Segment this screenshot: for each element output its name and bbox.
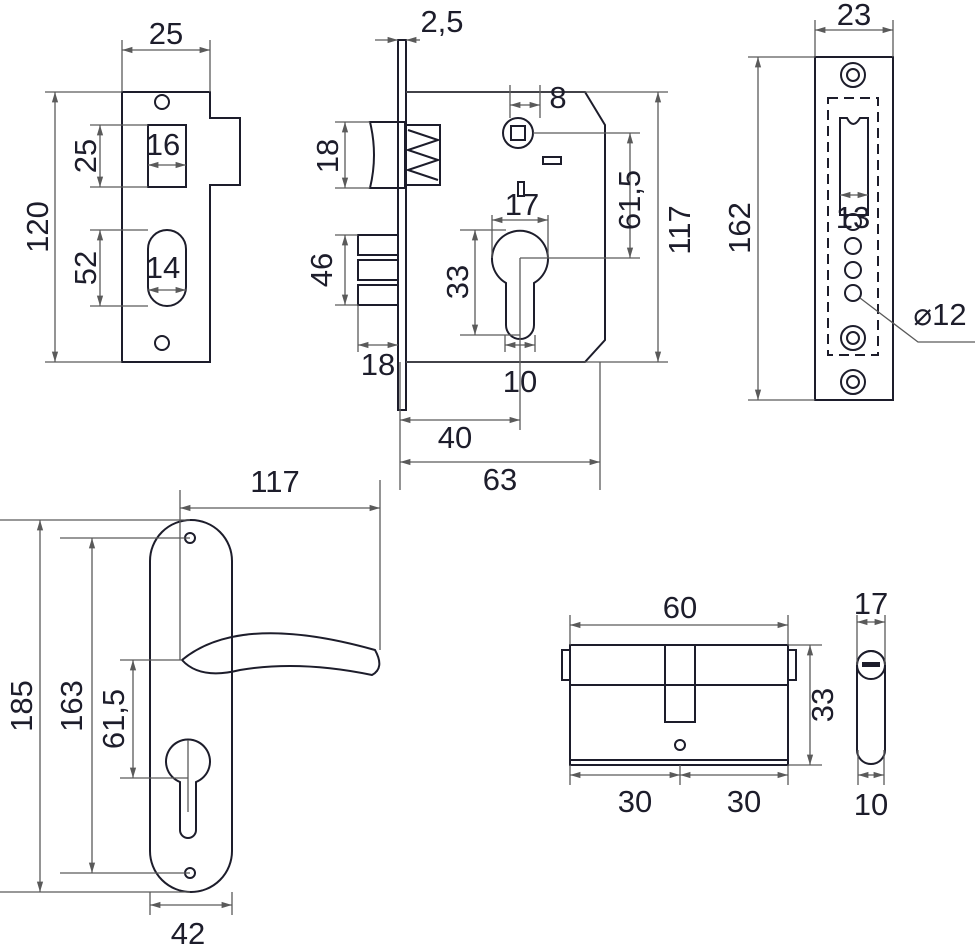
- dim-cylinder-length: 60: [663, 590, 697, 625]
- dim-faceplate-thickness: 2,5: [420, 4, 463, 39]
- dim-bolt-slot-height: 52: [68, 251, 103, 285]
- dim-body-depth: 63: [483, 462, 517, 497]
- dim-cylinder-half-right: 30: [727, 784, 761, 819]
- dim-cylinder-side-width: 17: [854, 586, 888, 621]
- dim-center-distance: 61,5: [612, 170, 647, 230]
- dim-latch-opening-width: 16: [146, 127, 180, 162]
- dim-cylinder-half-left: 30: [618, 784, 652, 819]
- dim-spindle: 8: [549, 80, 566, 115]
- dim-strike-width: 25: [149, 16, 183, 51]
- dim-lever-length: 117: [250, 464, 299, 499]
- dim-screw-distance: 163: [54, 680, 89, 732]
- dim-backset: 40: [438, 420, 472, 455]
- dim-cylinder-width: 17: [505, 187, 539, 222]
- dim-strike-height: 120: [20, 201, 55, 253]
- dim-slot-width: 13: [836, 200, 870, 235]
- dim-faceplate-width: 23: [837, 0, 871, 32]
- euro-cylinder: 60 33 30 30 17 10: [561, 586, 888, 822]
- dim-latch-opening-height: 25: [68, 139, 103, 173]
- dim-faceplate-height: 162: [722, 202, 757, 254]
- dim-cylinder-height: 33: [440, 265, 475, 299]
- dim-latch-height: 18: [310, 139, 345, 173]
- dim-cylinder-body-height: 33: [805, 688, 840, 722]
- dim-cylinder-side-depth: 10: [854, 787, 888, 822]
- strike-plate: 25 120 25 16 52 14: [20, 16, 241, 363]
- dim-bolt-slot-width: 14: [146, 250, 180, 285]
- dim-bolt-height: 46: [304, 253, 339, 287]
- dim-body-height: 117: [662, 205, 697, 254]
- faceplate: 23 162 13 ⌀12: [722, 0, 975, 401]
- dim-plate-height: 185: [4, 680, 39, 732]
- dim-handle-center-distance: 61,5: [96, 689, 131, 749]
- dim-cylinder-bottom: 10: [503, 364, 537, 399]
- dim-plate-width: 42: [171, 916, 205, 947]
- dim-hole-diameter: ⌀12: [913, 297, 966, 332]
- dim-bolt-projection: 18: [361, 347, 395, 382]
- lock-body: 2,5 8 18 46 18 17 33 61,5 117 10 40 63: [304, 4, 697, 497]
- lever-handle: 117 185 163 61,5 42: [0, 464, 381, 947]
